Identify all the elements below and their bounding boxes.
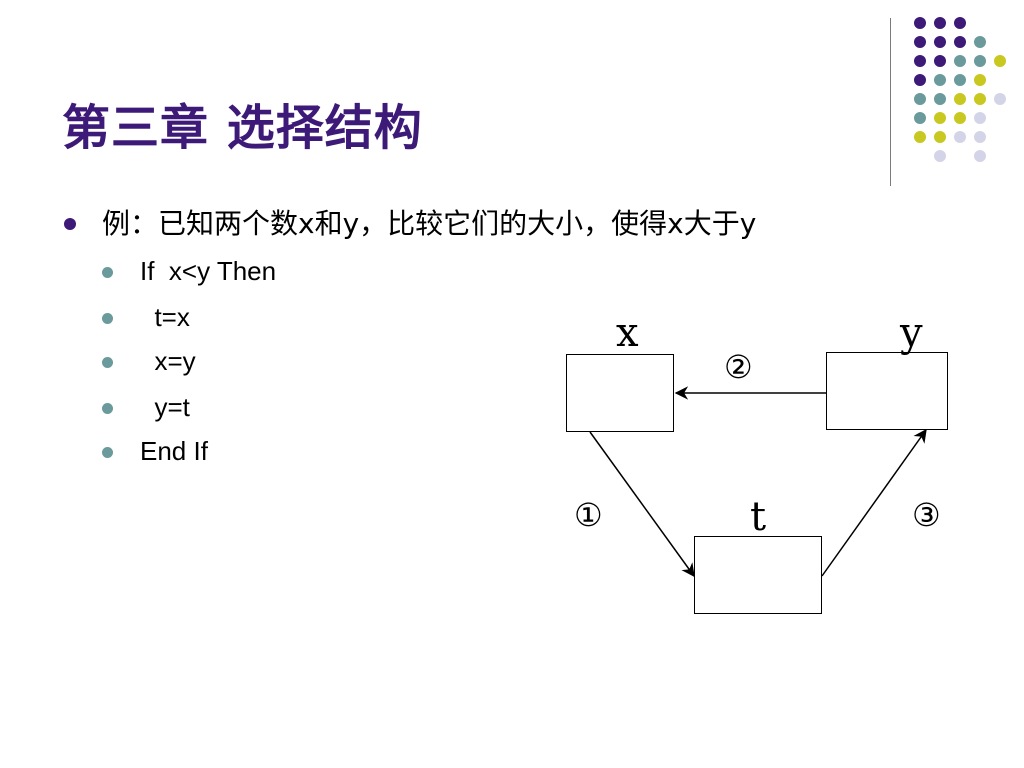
decor-dot [914, 74, 926, 86]
label-x: x [616, 310, 639, 356]
decor-dot [974, 93, 986, 105]
decor-dot [994, 55, 1006, 67]
decorative-divider [890, 18, 891, 186]
code-line-text: x=y [140, 346, 196, 376]
decor-dot [974, 55, 986, 67]
decor-dot [934, 17, 946, 29]
decor-dot [974, 112, 986, 124]
bullet-dot-icon [102, 447, 113, 458]
decor-dot [974, 131, 986, 143]
decor-dot [934, 36, 946, 48]
step-1-label: ① [574, 496, 603, 534]
decor-dot [974, 150, 986, 162]
decor-dot [954, 112, 966, 124]
decor-dot [934, 74, 946, 86]
decor-dot [934, 112, 946, 124]
code-line: End If [102, 436, 208, 529]
decor-dot [974, 74, 986, 86]
decor-dot [914, 17, 926, 29]
step-2-label: ② [724, 348, 753, 386]
decor-dot [954, 17, 966, 29]
code-line-text: t=x [140, 302, 190, 332]
arrow-t-to-y [821, 428, 927, 577]
code-line: t=x [102, 302, 190, 395]
bullet-dot-icon [64, 218, 76, 230]
code-line: If x<y Then [102, 256, 276, 349]
main-bullet-text: 例：已知两个数x和y，比较它们的大小，使得x大于y [102, 207, 757, 240]
code-line-text: If x<y Then [140, 256, 277, 286]
variable-box-x [566, 354, 674, 432]
label-t: t [750, 494, 767, 540]
code-line-text: y=t [140, 392, 190, 422]
bullet-dot-icon [102, 357, 113, 368]
bullet-dot-icon [102, 403, 113, 414]
decor-dot [914, 36, 926, 48]
decor-dot [954, 74, 966, 86]
decor-dot [914, 131, 926, 143]
decor-dot [914, 55, 926, 67]
decor-dot [934, 150, 946, 162]
variable-box-y [826, 352, 948, 430]
decor-dot [934, 131, 946, 143]
arrow-x-to-t [589, 431, 695, 578]
decor-dot [974, 36, 986, 48]
code-line: x=y [102, 346, 196, 439]
bullet-dot-icon [102, 313, 113, 324]
decor-dot [934, 55, 946, 67]
decor-dot [954, 131, 966, 143]
variable-box-t [694, 536, 822, 614]
bullet-dot-icon [102, 267, 113, 278]
decor-dot [994, 93, 1006, 105]
code-line: y=t [102, 392, 190, 485]
decor-dot [934, 93, 946, 105]
code-line-text: End If [140, 436, 208, 466]
label-y: y [900, 310, 923, 356]
decor-dot [954, 93, 966, 105]
decor-dot [914, 112, 926, 124]
slide-title: 第三章 选择结构 [62, 100, 423, 156]
step-3-label: ③ [912, 496, 941, 534]
decor-dot [954, 36, 966, 48]
decor-dot [914, 93, 926, 105]
decor-dot [954, 55, 966, 67]
